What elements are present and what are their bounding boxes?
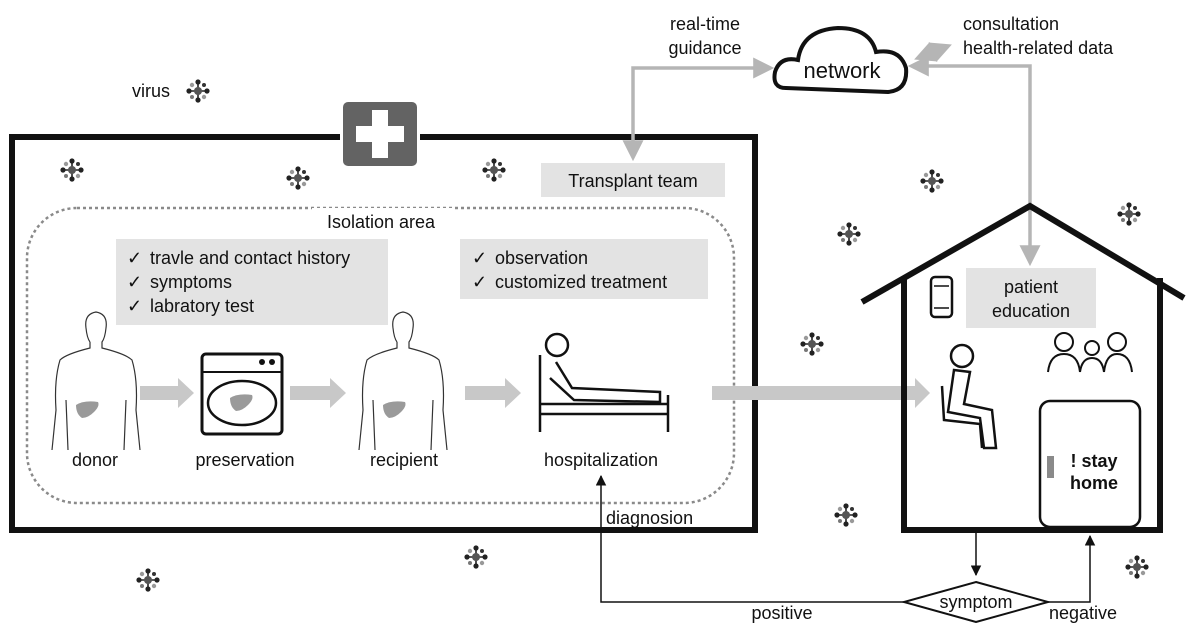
stay-home-line1: ! stay (1070, 451, 1117, 471)
guidance-connector (622, 57, 775, 162)
consultation-label-line2: health-related data (963, 38, 1114, 58)
consultation-label-line1: consultation (963, 14, 1059, 34)
realtime-label-line2: guidance (668, 38, 741, 58)
negative-path (1048, 534, 1096, 603)
virus-icon (135, 567, 161, 593)
preservation-device-icon (200, 352, 284, 436)
check-icon: ✓ (127, 272, 142, 292)
family-icon (1047, 332, 1133, 373)
stay-home-door (1038, 399, 1142, 529)
network-label: network (803, 58, 881, 83)
isolation-area-border (25, 206, 736, 505)
checklist-item: customized treatment (495, 272, 667, 292)
treatment-checklist: ✓ observation ✓ customized treatment (472, 248, 667, 292)
flow-arrow (465, 378, 521, 408)
recipient-body-icon (358, 311, 448, 451)
virus-icon (833, 502, 859, 528)
patient-education-box (966, 268, 1096, 328)
realtime-label-line1: real-time (670, 14, 740, 34)
checklist-item: labratory test (150, 296, 254, 316)
flow-arrow (140, 378, 194, 408)
virus-icon (919, 168, 945, 194)
stage-label-donor: donor (72, 450, 118, 470)
check-icon: ✓ (472, 248, 487, 268)
hospital-bed-icon (538, 332, 670, 432)
patient-education-line2: education (992, 301, 1070, 321)
virus-legend-label: virus (132, 81, 170, 101)
virus-icon (799, 331, 825, 357)
door-handle (1047, 456, 1054, 478)
isolation-area-label: Isolation area (327, 212, 436, 232)
virus-icon (463, 544, 489, 570)
stay-home-line2: home (1070, 473, 1118, 493)
hospital-cross-icon (340, 102, 420, 166)
transplant-team-box (541, 163, 725, 197)
screening-checklist: ✓ travle and contact history ✓ symptoms … (127, 248, 350, 316)
checklist-item: observation (495, 248, 588, 268)
check-icon: ✓ (127, 296, 142, 316)
phone-icon (929, 275, 954, 319)
network-cloud-icon (772, 25, 909, 95)
virus-icon (285, 165, 311, 191)
treatment-checklist-box (460, 239, 708, 299)
negative-label: negative (1049, 603, 1117, 623)
diagnosis-label: diagnosion (606, 508, 693, 528)
virus-icon (481, 157, 507, 183)
stage-label-preservation: preservation (195, 450, 294, 470)
positive-path (595, 474, 904, 603)
stage-label-recipient: recipient (370, 450, 438, 470)
symptom-label: symptom (939, 592, 1012, 612)
screening-checklist-box (116, 239, 388, 325)
home-house (860, 202, 1186, 533)
virus-icon (1116, 201, 1142, 227)
symptom-decision-diamond (900, 580, 1052, 623)
check-icon: ✓ (127, 248, 142, 268)
seated-patient-icon (940, 343, 998, 450)
checklist-item: symptoms (150, 272, 232, 292)
stage-label-hospitalization: hospitalization (544, 450, 658, 470)
virus-icon (836, 221, 862, 247)
patient-education-line1: patient (1004, 277, 1058, 297)
positive-label: positive (751, 603, 812, 623)
transplant-team-label: Transplant team (568, 171, 697, 191)
virus-icon (1124, 554, 1150, 580)
data-exchange-arrow (914, 42, 952, 62)
consultation-connector (907, 55, 1041, 267)
flow-arrow (290, 378, 346, 408)
flow-arrow-to-home (712, 378, 930, 408)
check-icon: ✓ (472, 272, 487, 292)
virus-icon (185, 78, 211, 104)
donor-body-icon (51, 311, 141, 451)
virus-icon (59, 157, 85, 183)
checklist-item: travle and contact history (150, 248, 350, 268)
